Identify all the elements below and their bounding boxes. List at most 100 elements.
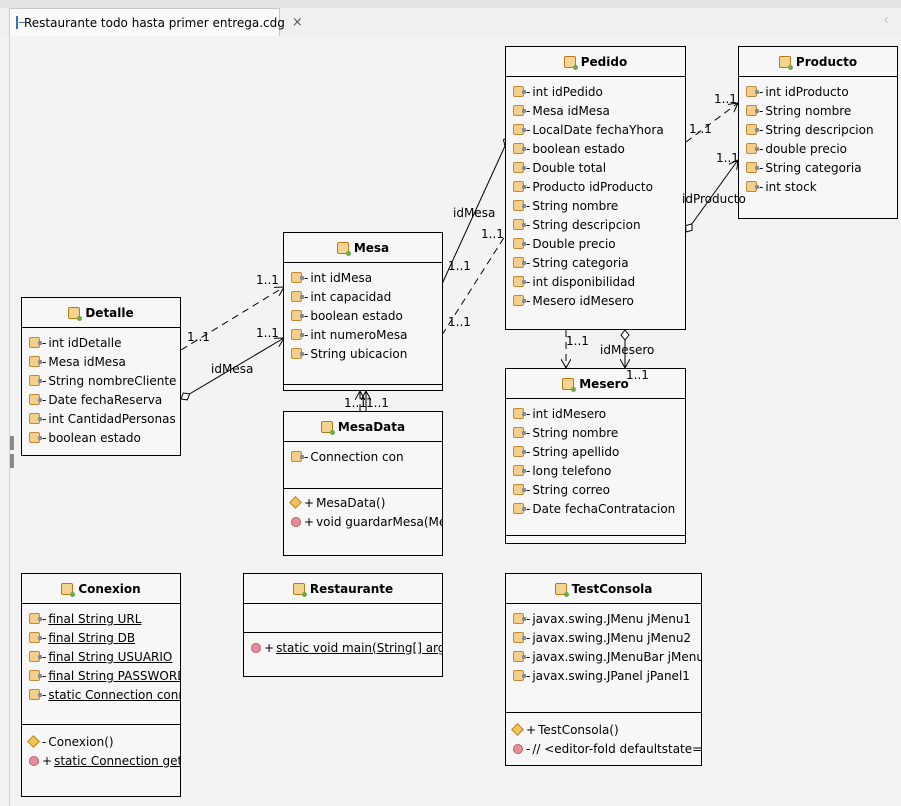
method-row[interactable]: -// <editor-fold defaultstate="coll xyxy=(506,739,701,758)
member-text: Date fechaContratacion xyxy=(532,501,676,516)
attributes-section: -javax.swing.JMenu jMenu1-javax.swing.JM… xyxy=(506,604,701,713)
method-row[interactable]: +void guardarMesa(Mesa xyxy=(284,512,442,531)
attribute-row[interactable]: -int numeroMesa xyxy=(284,325,442,344)
close-icon[interactable]: × xyxy=(291,15,303,30)
attribute-row[interactable]: -Producto idProducto xyxy=(506,177,685,196)
field-icon xyxy=(29,613,42,624)
constructor-row[interactable]: +TestConsola() xyxy=(506,720,701,739)
class-conexion[interactable]: Conexion -final String URL-final String … xyxy=(21,573,181,797)
tab-diagram-file[interactable]: Restaurante todo hasta primer entrega.cd… xyxy=(9,8,303,36)
attribute-row[interactable]: -javax.swing.JMenu jMenu1 xyxy=(506,609,701,628)
attribute-row[interactable]: -int idPedido xyxy=(506,82,685,101)
attribute-row[interactable]: -LocalDate fechaYhora xyxy=(506,120,685,139)
class-pedido[interactable]: Pedido -int idPedido-Mesa idMesa-LocalDa… xyxy=(505,46,686,330)
visibility-marker: - xyxy=(526,84,531,99)
scroll-tabs-left-icon[interactable]: ‹ xyxy=(883,12,889,28)
method-row[interactable]: +static Connection getCo xyxy=(22,751,180,770)
visibility-marker: - xyxy=(526,160,531,175)
attribute-row[interactable]: -int idMesa xyxy=(284,268,442,287)
operations-section: +MesaData() +void guardarMesa(Mesa xyxy=(284,489,442,549)
attribute-row[interactable]: -boolean estado xyxy=(506,139,685,158)
visibility-marker: - xyxy=(304,449,309,464)
constructor-row[interactable]: -Conexion() xyxy=(22,732,180,751)
attribute-row[interactable]: -String nombreCliente xyxy=(22,371,180,390)
attribute-row[interactable]: -int idMesero xyxy=(506,404,685,423)
attribute-row[interactable]: -int CantidadPersonas xyxy=(22,409,180,428)
attribute-row[interactable]: -String nombre xyxy=(506,196,685,215)
class-mesa[interactable]: Mesa -int idMesa-int capacidad-boolean e… xyxy=(283,232,443,391)
class-restaurante[interactable]: Restaurante +static void main(String[] a… xyxy=(243,573,443,677)
class-producto[interactable]: Producto -int idProducto-String nombre-S… xyxy=(738,46,898,219)
attribute-row[interactable]: -Double total xyxy=(506,158,685,177)
attribute-row[interactable]: -String nombre xyxy=(739,101,897,120)
constructor-row[interactable]: +MesaData() xyxy=(284,493,442,512)
attribute-row[interactable]: -String categoria xyxy=(506,253,685,272)
attribute-row[interactable]: -String apellido xyxy=(506,442,685,461)
attribute-row[interactable]: -int capacidad xyxy=(284,287,442,306)
attribute-row[interactable]: -javax.swing.JPanel jPanel1 xyxy=(506,666,701,685)
method-row[interactable]: +static void main(String[] args) xyxy=(244,638,442,657)
field-icon xyxy=(513,162,526,173)
visibility-marker: - xyxy=(526,217,531,232)
attribute-row[interactable]: -int stock xyxy=(739,177,897,196)
attribute-row[interactable]: -long telefono xyxy=(506,461,685,480)
member-text: static void main(String[] args) xyxy=(276,640,443,655)
attribute-row[interactable]: -Date fechaReserva xyxy=(22,390,180,409)
attribute-row[interactable]: -Mesa idMesa xyxy=(506,101,685,120)
attribute-row[interactable]: -final String PASSWORD xyxy=(22,666,180,685)
attribute-row[interactable]: -static Connection conne xyxy=(22,685,180,704)
member-text: Mesa idMesa xyxy=(48,354,126,369)
attribute-row[interactable]: -javax.swing.JMenuBar jMenuBa xyxy=(506,647,701,666)
visibility-marker: - xyxy=(42,668,47,683)
member-text: String correo xyxy=(532,482,611,497)
attribute-row[interactable]: -final String USUARIO xyxy=(22,647,180,666)
visibility-marker: - xyxy=(42,373,47,388)
attribute-row[interactable]: -String correo xyxy=(506,480,685,499)
visibility-marker: - xyxy=(526,444,531,459)
member-text: String apellido xyxy=(532,444,620,459)
attribute-row[interactable]: -boolean estado xyxy=(284,306,442,325)
field-icon xyxy=(291,272,304,283)
method-icon xyxy=(291,516,301,527)
class-detalle[interactable]: Detalle -int idDetalle-Mesa idMesa-Strin… xyxy=(21,297,181,456)
attribute-row[interactable]: -final String DB xyxy=(22,628,180,647)
class-testconsola[interactable]: TestConsola -javax.swing.JMenu jMenu1-ja… xyxy=(505,573,702,766)
attribute-row[interactable]: -String descripcion xyxy=(739,120,897,139)
attribute-row[interactable]: -String ubicacion xyxy=(284,344,442,363)
attribute-row[interactable]: -final String URL xyxy=(22,609,180,628)
class-mesero[interactable]: Mesero -int idMesero-String nombre-Strin… xyxy=(505,368,686,544)
visibility-marker: - xyxy=(526,630,531,645)
field-icon xyxy=(746,105,759,116)
constructors-list: +TestConsola() xyxy=(506,720,701,739)
attribute-row[interactable]: -double precio xyxy=(739,139,897,158)
attribute-row[interactable]: -Mesero idMesero xyxy=(506,291,685,310)
field-icon xyxy=(29,413,42,424)
attribute-row[interactable]: -Connection con xyxy=(284,447,442,466)
multiplicity-label: 1..1 xyxy=(481,227,504,241)
visibility-marker: - xyxy=(759,103,764,118)
field-icon xyxy=(29,375,42,386)
attribute-row[interactable]: -boolean estado xyxy=(22,428,180,447)
attribute-row[interactable]: -String descripcion xyxy=(506,215,685,234)
visibility-marker: - xyxy=(42,630,47,645)
attribute-row[interactable]: -int idProducto xyxy=(739,82,897,101)
attributes-section: -final String URL-final String DB-final … xyxy=(22,604,180,725)
attribute-row[interactable]: -int idDetalle xyxy=(22,333,180,352)
attribute-row[interactable]: -Mesa idMesa xyxy=(22,352,180,371)
method-icon xyxy=(513,743,523,754)
attribute-row[interactable]: -Double precio xyxy=(506,234,685,253)
class-mesadata[interactable]: MesaData -Connection con +MesaData() +vo… xyxy=(283,411,443,556)
attribute-row[interactable]: -String categoria xyxy=(739,158,897,177)
member-text: Double precio xyxy=(532,236,616,251)
field-icon xyxy=(746,86,759,97)
visibility-marker: - xyxy=(526,611,531,626)
attribute-row[interactable]: -Date fechaContratacion xyxy=(506,499,685,518)
member-text: int idMesa xyxy=(310,270,373,285)
methods-list: -// <editor-fold defaultstate="coll xyxy=(506,739,701,758)
class-icon xyxy=(68,306,83,321)
attribute-row[interactable]: -javax.swing.JMenu jMenu2 xyxy=(506,628,701,647)
visibility-marker: - xyxy=(42,687,47,702)
attribute-row[interactable]: -String nombre xyxy=(506,423,685,442)
constructor-icon xyxy=(289,496,302,509)
attribute-row[interactable]: -int disponibilidad xyxy=(506,272,685,291)
